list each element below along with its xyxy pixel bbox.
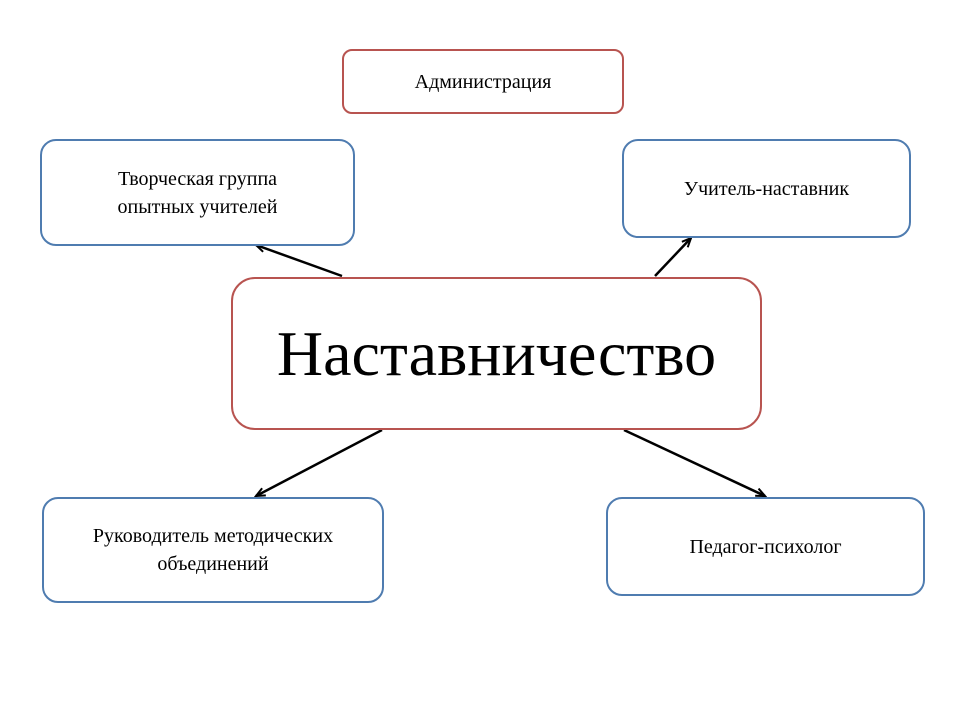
node-psychologist-label: Педагог-психолог	[689, 535, 842, 558]
arrow-to-method-heads	[256, 428, 383, 496]
node-method-heads-line2: объединений	[157, 553, 269, 575]
node-method-heads-line1: Руководитель методических	[92, 525, 334, 547]
node-creative-group-line1: Творческая группа	[117, 167, 278, 190]
arrow-to-creative-group	[256, 245, 343, 278]
node-method-heads: Руководитель методических объединений	[42, 497, 384, 603]
arrow-to-psychologist	[623, 428, 765, 498]
node-teacher-mentor: Учитель-наставник	[622, 139, 911, 238]
node-administration: Администрация	[342, 49, 624, 114]
node-psychologist: Педагог-психолог	[606, 497, 925, 596]
node-creative-group: Творческая группа опытных учителей	[40, 139, 355, 246]
node-teacher-mentor-label: Учитель-наставник	[683, 177, 850, 200]
node-center: Наставничество	[231, 277, 762, 430]
node-center-label: Наставничество	[276, 317, 717, 389]
node-creative-group-line2: опытных учителей	[117, 195, 278, 218]
node-administration-label: Администрация	[414, 70, 552, 93]
arrow-to-teacher-mentor	[654, 238, 691, 277]
